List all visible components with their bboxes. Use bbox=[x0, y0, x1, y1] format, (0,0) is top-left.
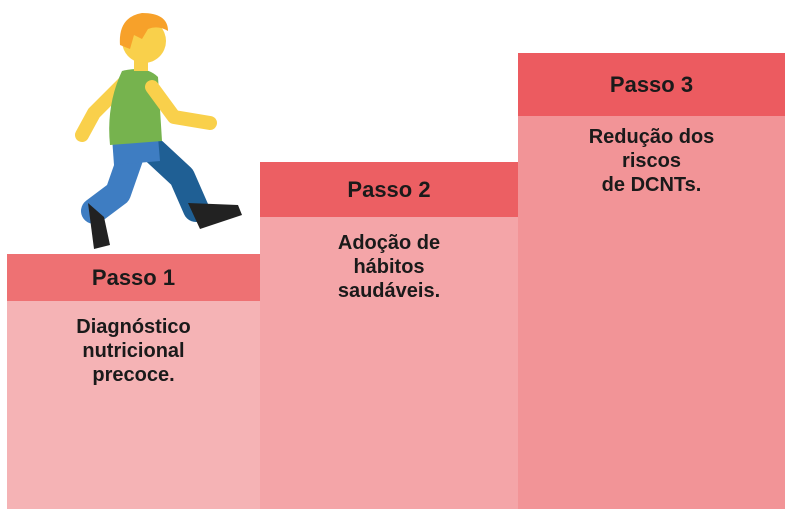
step-1: Passo 1 Diagnóstico nutricional precoce. bbox=[7, 254, 260, 509]
walking-person-icon bbox=[75, 13, 242, 249]
step-2: Passo 2 Adoção de hábitos saudáveis. bbox=[260, 162, 518, 509]
step-1-title: Passo 1 bbox=[7, 254, 260, 301]
step-3-text: Redução dos riscos de DCNTs. bbox=[588, 126, 715, 196]
step-3-title: Passo 3 bbox=[518, 53, 785, 116]
step-2-title: Passo 2 bbox=[260, 162, 518, 217]
step-2-text: Adoção de hábitos saudáveis. bbox=[337, 232, 441, 302]
step-3: Passo 3 Redução dos riscos de DCNTs. bbox=[518, 53, 785, 509]
step-1-text: Diagnóstico nutricional precoce. bbox=[76, 316, 191, 386]
